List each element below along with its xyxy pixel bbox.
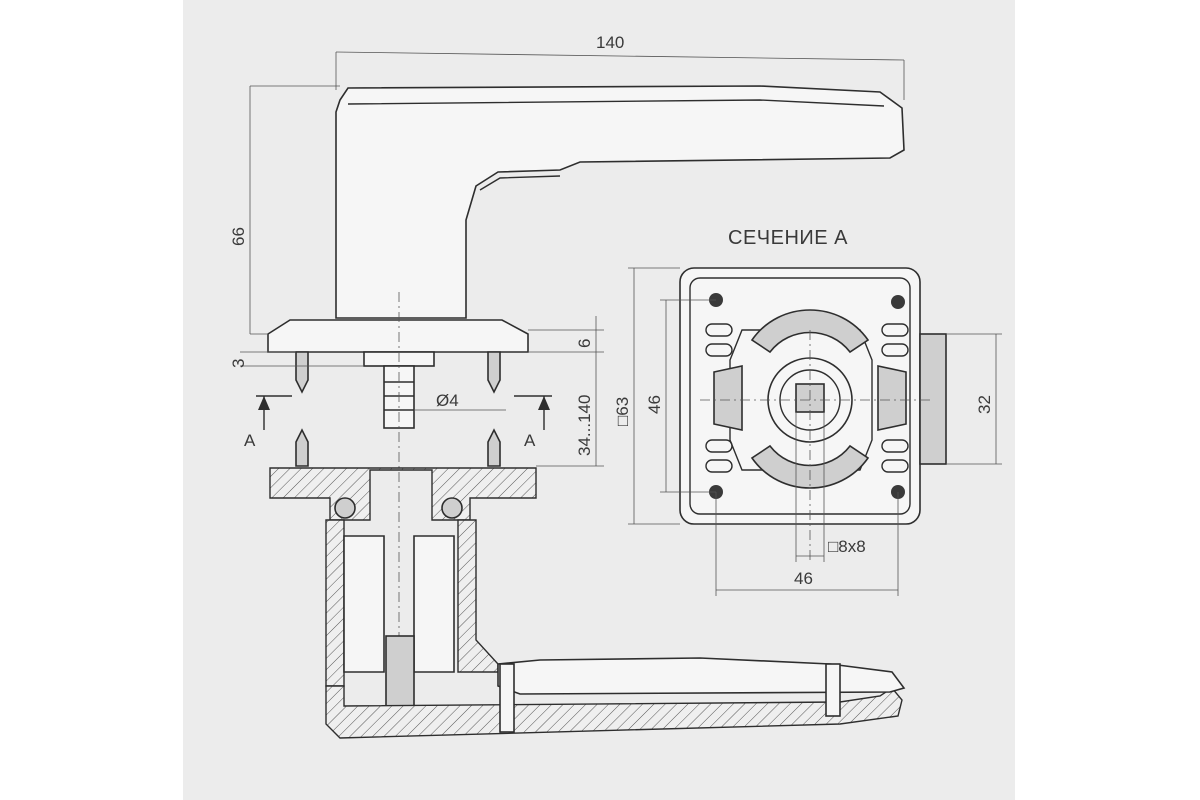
section-marker-left: A xyxy=(244,431,256,450)
dim-door-thickness: 34...140 xyxy=(575,395,594,456)
dim-plate-outer: □63 xyxy=(613,397,632,426)
section-a-dimensions: □63 46 32 □8x8 46 xyxy=(613,267,1002,596)
dim-rose-offset: 6 xyxy=(575,339,594,348)
dim-plate-inner-vertical: 46 xyxy=(645,395,664,414)
dim-plate-side-depth: 32 xyxy=(975,395,994,414)
dim-lever-length: 140 xyxy=(596,33,624,52)
dim-spindle-diameter: Ø4 xyxy=(436,391,459,410)
side-view-dimensions: 140 66 3 6 34...140 Ø4 A A xyxy=(229,33,905,467)
section-a-view xyxy=(679,267,947,560)
dim-handle-height: 66 xyxy=(229,227,248,246)
lever-side-view xyxy=(267,85,906,739)
dim-spindle-square: □8x8 xyxy=(828,537,866,556)
dim-plate-inner-horizontal: 46 xyxy=(794,569,813,588)
section-title: СЕЧЕНИЕ А xyxy=(728,227,848,249)
section-marker-right: A xyxy=(524,431,536,450)
dim-rose-thickness: 3 xyxy=(229,359,248,368)
